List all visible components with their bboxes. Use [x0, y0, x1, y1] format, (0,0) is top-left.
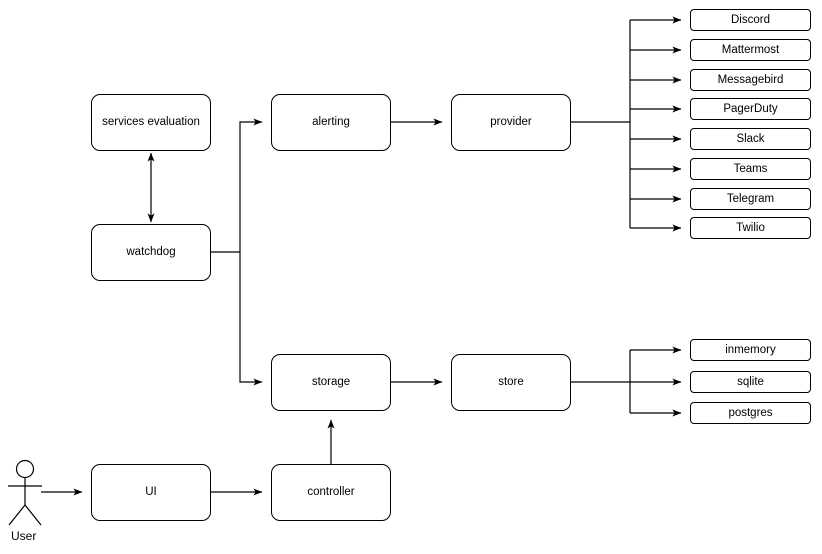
- leaf-label: inmemory: [725, 343, 776, 356]
- leaf-twilio[interactable]: Twilio: [690, 217, 811, 239]
- leaf-label: Teams: [733, 162, 768, 175]
- leaf-telegram[interactable]: Telegram: [690, 188, 811, 210]
- node-alerting[interactable]: alerting: [271, 94, 391, 151]
- leaf-inmemory[interactable]: inmemory: [690, 339, 811, 361]
- node-label: storage: [311, 376, 351, 389]
- node-storage[interactable]: storage: [271, 354, 391, 411]
- node-label: watchdog: [126, 246, 176, 259]
- leaf-messagebird[interactable]: Messagebird: [690, 69, 811, 91]
- leaf-teams[interactable]: Teams: [690, 158, 811, 180]
- node-ui[interactable]: UI: [91, 464, 211, 521]
- node-store[interactable]: store: [451, 354, 571, 411]
- node-label: alerting: [312, 116, 350, 129]
- leaf-label: Slack: [736, 132, 765, 145]
- leaf-slack[interactable]: Slack: [690, 128, 811, 150]
- leaf-label: Twilio: [736, 221, 765, 234]
- leaf-pagerduty[interactable]: PagerDuty: [690, 98, 811, 120]
- leaf-mattermost[interactable]: Mattermost: [690, 39, 811, 61]
- leaf-sqlite[interactable]: sqlite: [690, 371, 811, 393]
- node-label: UI: [145, 486, 157, 499]
- node-services-evaluation[interactable]: services evaluation: [91, 94, 211, 151]
- node-label: store: [498, 376, 524, 389]
- leaf-label: sqlite: [737, 375, 764, 388]
- node-controller[interactable]: controller: [271, 464, 391, 521]
- leaf-label: Telegram: [726, 192, 775, 205]
- node-watchdog[interactable]: watchdog: [91, 224, 211, 281]
- leaf-postgres[interactable]: postgres: [690, 402, 811, 424]
- leaf-discord[interactable]: Discord: [690, 9, 811, 31]
- node-provider[interactable]: provider: [451, 94, 571, 151]
- leaf-label: Mattermost: [721, 43, 780, 56]
- leaf-label: Discord: [731, 13, 770, 26]
- leaf-label: Messagebird: [717, 73, 784, 86]
- node-label: controller: [307, 486, 355, 499]
- node-label: services evaluation: [102, 116, 200, 129]
- leaf-label: PagerDuty: [723, 102, 778, 115]
- leaf-label: postgres: [728, 406, 773, 419]
- edge-watchdog-storage: [239, 252, 263, 386]
- edge-watchdog-alerting: [239, 118, 263, 252]
- user-actor-icon: [8, 459, 42, 526]
- node-label: provider: [490, 116, 532, 129]
- user-actor-label: User: [11, 529, 37, 543]
